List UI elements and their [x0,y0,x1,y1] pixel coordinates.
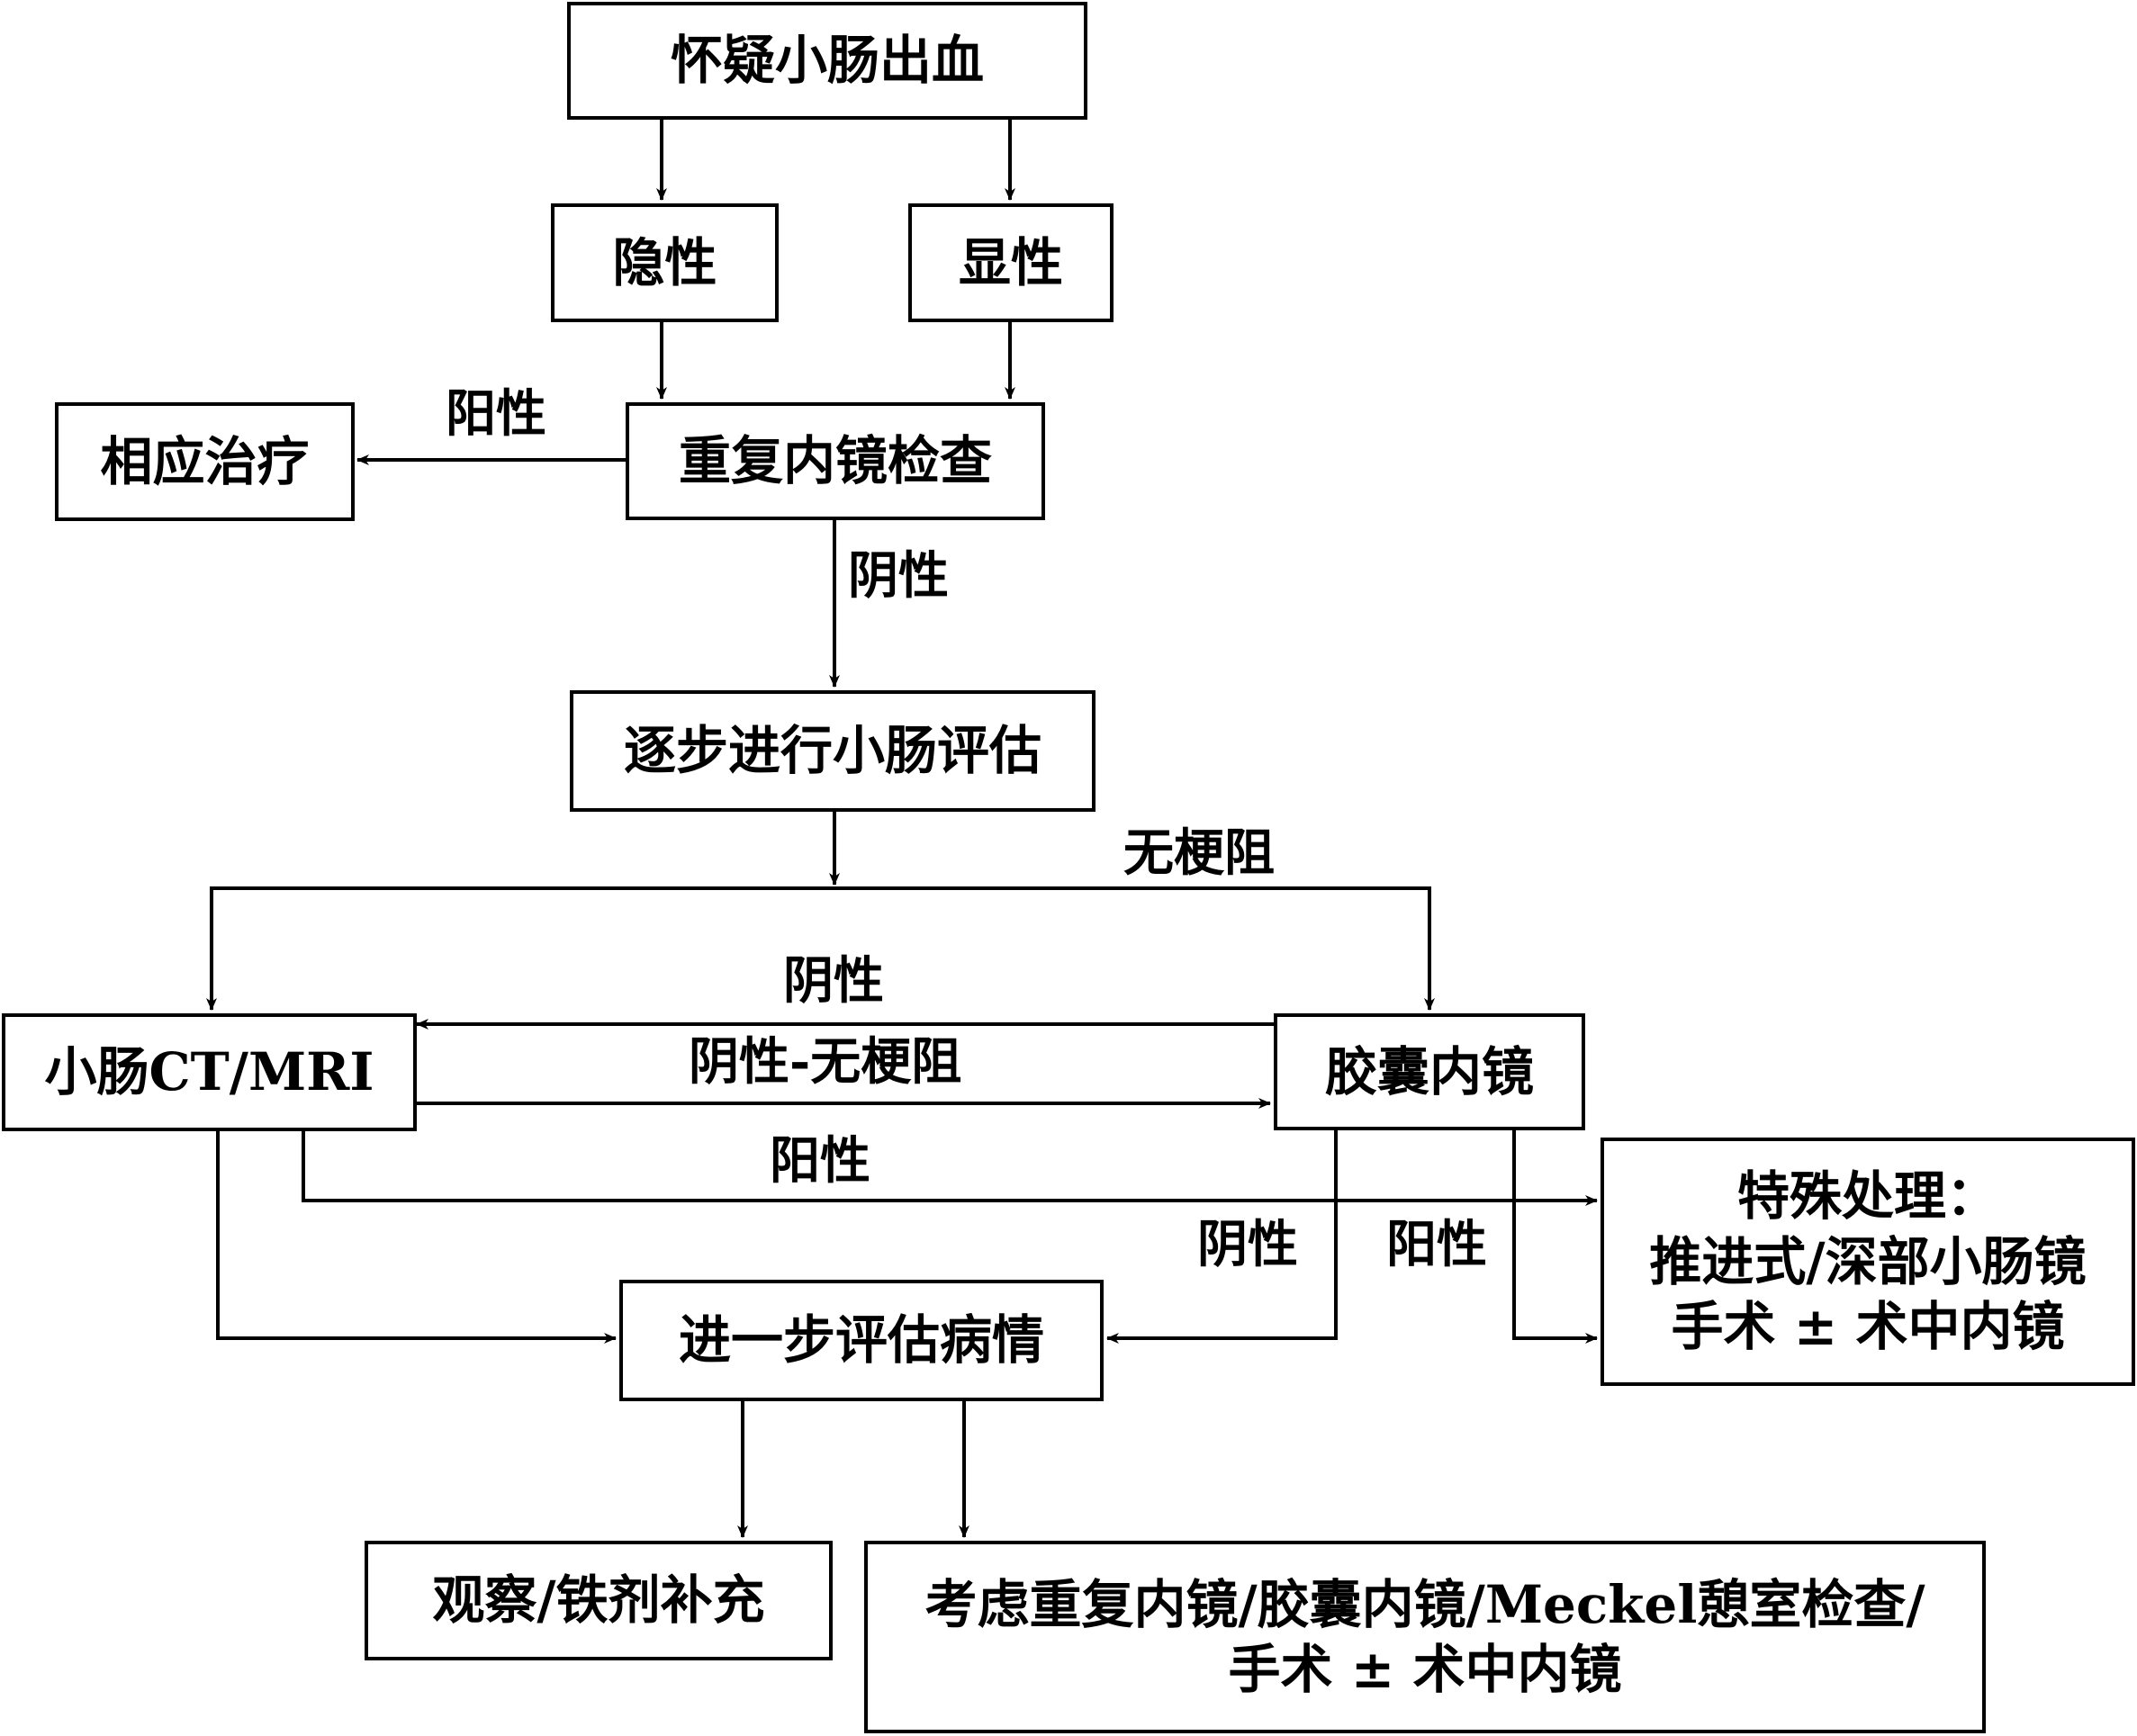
label-positive-treatment: 阳性 [446,384,546,444]
node-repeat-endoscopy: 重复内镜检查 [626,402,1045,520]
node-suspected-bleeding: 怀疑小肠出血 [567,2,1087,120]
node-overt: 显性 [908,203,1114,322]
label-ct-positive: 阳性 [770,1131,870,1191]
label-negative-repeat: 阴性 [848,546,949,606]
node-stepwise-evaluation: 逐步进行小肠评估 [570,690,1096,812]
node-observe-iron: 观察/铁剂补充 [365,1541,833,1660]
label-no-obstruction: 无梗阻 [1123,823,1275,883]
label-ct-negative-no-obstruction: 阴性-无梗阻 [689,1032,962,1092]
label-capsule-positive: 阳性 [1386,1215,1487,1274]
node-special-treatment: 特殊处理： 推进式/深部小肠镜 手术 ± 术中内镜 [1600,1138,2135,1386]
label-capsule-negative: 阴性 [1197,1215,1298,1274]
node-occult: 隐性 [551,203,779,322]
split-line-to-capsule [834,886,1435,1011]
node-further-evaluation: 进一步评估病情 [619,1280,1104,1401]
arrow-capsule-to-special [1512,1130,1598,1344]
label-capsule-negative-to-ct: 阴性 [783,951,884,1011]
node-capsule-endoscopy: 胶囊内镜 [1274,1013,1585,1130]
split-line-to-ct [206,886,834,1011]
arrow-ct-to-further [216,1131,617,1344]
node-treatment: 相应治疗 [55,402,355,521]
arrow-capsule-to-further [1106,1130,1338,1344]
node-ct-mri: 小肠CT/MRI [2,1013,417,1131]
node-consider-options: 考虑重复内镜/胶囊内镜/Meckel憩室检查/ 手术 ± 术中内镜 [864,1541,1986,1733]
arrow-ct-to-special [302,1131,1598,1206]
